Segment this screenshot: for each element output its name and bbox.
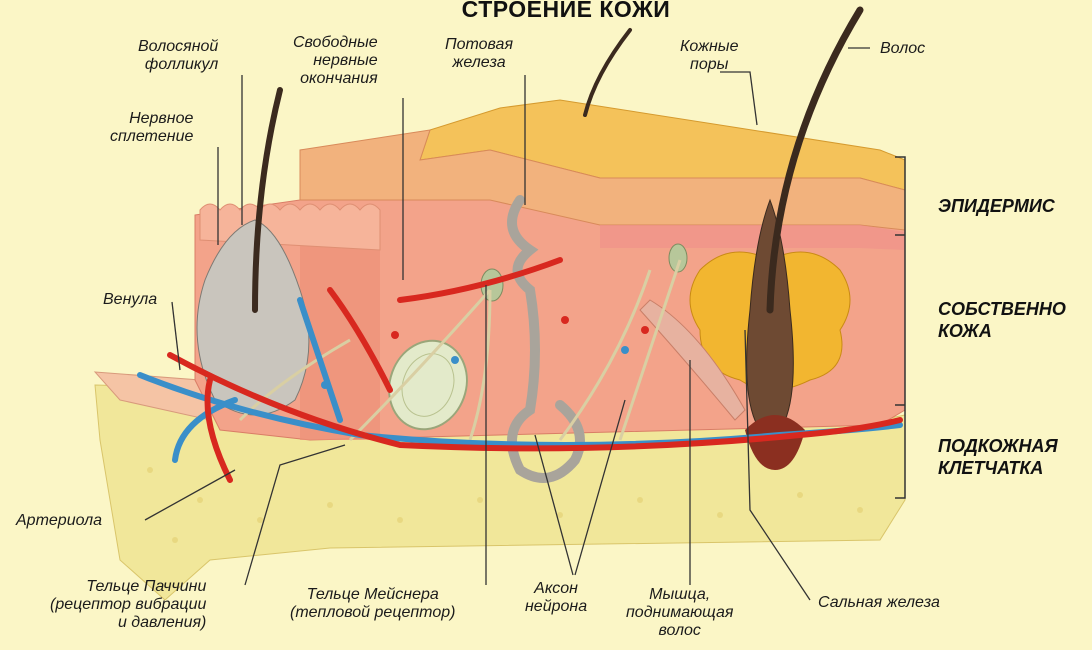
hair-strand-small <box>585 30 630 115</box>
label-axon: Аксон нейрона <box>525 580 587 616</box>
label-hair: Волос <box>880 40 925 58</box>
label-arrector-muscle: Мышца, поднимающая волос <box>626 586 733 640</box>
epidermis-strip <box>600 225 905 250</box>
label-sweat-gland: Потовая железа <box>445 36 513 72</box>
label-meissner-corpuscle: Тельце Мейснера (тепловой рецептор) <box>290 586 455 622</box>
label-arteriole: Артериола <box>16 512 102 530</box>
diagram-title: СТРОЕНИЕ КОЖИ <box>0 0 1092 23</box>
layer-dermis: СОБСТВЕННО КОЖА <box>938 298 1066 342</box>
label-pacini-corpuscle: Тельце Паччини (рецептор вибрации и давл… <box>50 578 206 632</box>
layer-epidermis: ЭПИДЕРМИС <box>938 195 1055 217</box>
layer-hypodermis: ПОДКОЖНАЯ КЛЕТЧАТКА <box>938 435 1058 479</box>
label-sebaceous-gland: Сальная железа <box>818 594 940 612</box>
label-hair-follicle: Волосяной фолликул <box>138 38 218 74</box>
label-nerve-plexus: Нервное сплетение <box>110 110 193 146</box>
label-venule: Венула <box>103 291 157 309</box>
label-skin-pores: Кожные поры <box>680 38 738 74</box>
label-free-nerve-endings: Свободные нервные окончания <box>293 34 378 88</box>
